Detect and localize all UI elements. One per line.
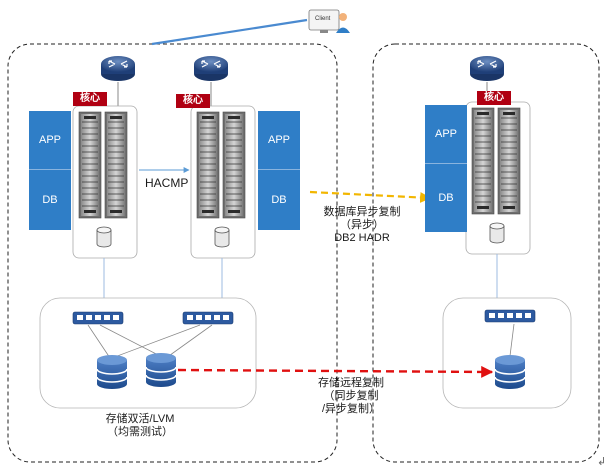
db-replication-line-1: 数据库异步复制 [323, 206, 401, 218]
storage-replication-line-1: 存储远程复制 [318, 377, 384, 389]
storage-replication-line-3: /异步复制） [321, 403, 381, 415]
router-icon-3 [469, 55, 505, 82]
storage-replication-line-2: （同步复制 [323, 390, 379, 402]
db-block-2: DB [258, 170, 300, 230]
hacmp-label: HACMP [145, 176, 189, 190]
storage-replication-label: 存储远程复制 （同步复制 /异步复制） [306, 377, 396, 416]
paragraph-end-mark: ↲ [597, 456, 607, 468]
storage-array-icon-dr [494, 354, 526, 390]
db-replication-line-3: DB2 HADR [334, 232, 390, 244]
primary-storage-pool [39, 297, 257, 409]
db-replication-line-2: （异步） [340, 219, 384, 231]
app-block-2: APP [258, 111, 300, 170]
client-node [151, 9, 350, 46]
app-block-1: APP [29, 111, 71, 170]
san-switch-icon-1 [72, 311, 124, 325]
server-node-1 [72, 105, 138, 259]
san-switch-icon-2 [182, 311, 234, 325]
server-node-2 [190, 105, 256, 259]
db-block-1: DB [29, 170, 71, 230]
storage-ha-line-2: （均需测试） [107, 426, 173, 438]
dr-site-boundary [372, 43, 600, 463]
local-disk-icon-dr [489, 222, 505, 244]
server-node-dr [465, 101, 531, 255]
app-block-dr: APP [425, 105, 467, 164]
primary-site-boundary [7, 43, 338, 463]
local-disk-icon-2 [214, 226, 230, 248]
storage-ha-line-1: 存储双活/LVM [105, 413, 175, 425]
client-label: Client [315, 16, 331, 22]
storage-replication-arrow [177, 365, 494, 378]
storage-ha-label: 存储双活/LVM （均需测试） [90, 413, 190, 439]
core-tag-1: 核心 [73, 92, 107, 106]
dr-storage-pool [442, 297, 572, 409]
san-cabling [87, 323, 515, 359]
db-block-dr: DB [425, 164, 467, 232]
local-disk-icon-1 [96, 226, 112, 248]
san-switch-icon-dr [484, 309, 536, 323]
core-tag-3: 核心 [477, 91, 511, 105]
router-icon-1 [100, 55, 136, 82]
router-icon-2 [193, 55, 229, 82]
db-replication-arrow [309, 190, 432, 203]
storage-array-icon-1 [96, 354, 128, 390]
storage-array-icon-2 [145, 352, 177, 388]
core-tag-2: 核心 [176, 94, 210, 108]
db-replication-label: 数据库异步复制 （异步） DB2 HADR [318, 206, 406, 245]
